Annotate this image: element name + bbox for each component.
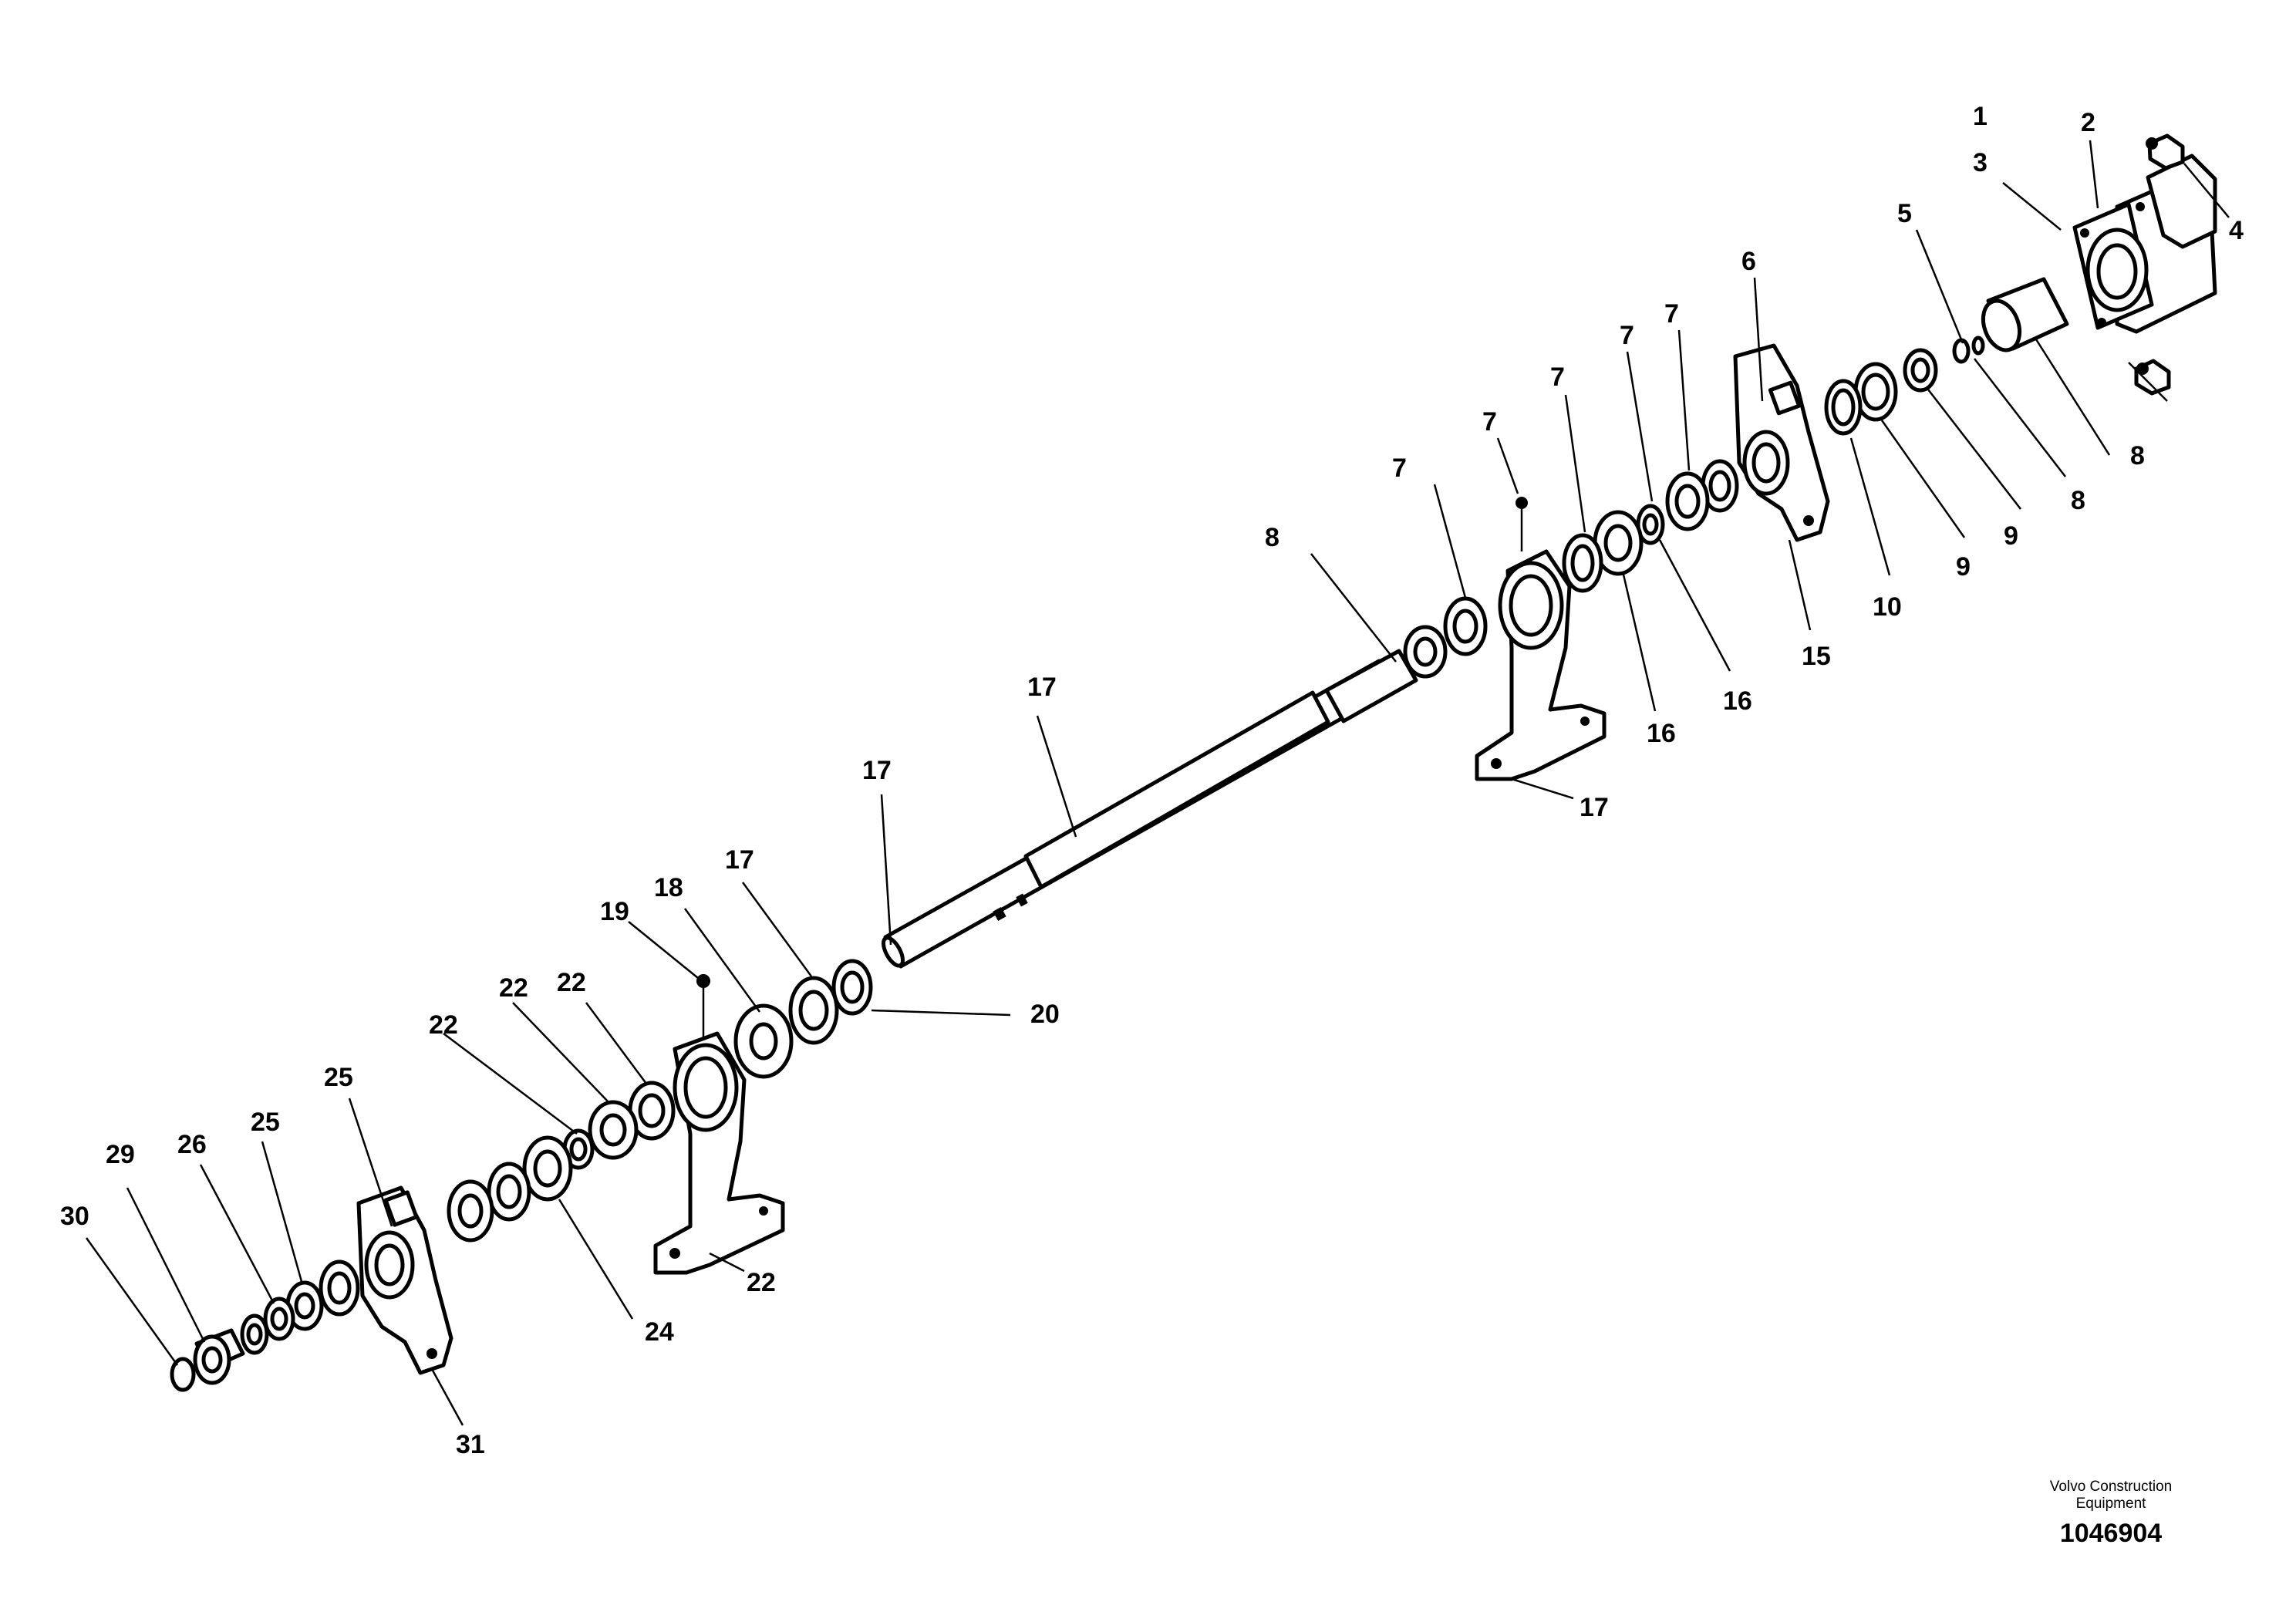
callout-30: 1 [1973, 102, 1988, 131]
callout-26: 30 [60, 1202, 89, 1231]
callout-17: 22 [557, 968, 586, 997]
callout-4: 17 [1027, 673, 1057, 702]
callout-24: 26 [177, 1130, 207, 1159]
callout-31: 3 [1973, 148, 1988, 177]
callout-7: 7 [1620, 321, 1634, 350]
callout-22: 19 [600, 897, 629, 926]
callout-18: 9 [2004, 521, 2018, 551]
callout-3: 17 [1580, 793, 1609, 822]
callout-25: 17 [862, 756, 892, 785]
grease-nipple-6 [696, 974, 710, 1037]
callout-22: 25 [324, 1063, 353, 1092]
mid-right-washers [1403, 596, 1488, 679]
bearing-bracket-left [356, 1185, 453, 1375]
right-washers [1562, 459, 1739, 593]
callout-29: 5 [1897, 199, 1912, 228]
shaft [882, 649, 1418, 969]
callout-19: 8 [2130, 441, 2145, 470]
callout-7: 25 [251, 1108, 280, 1137]
left-washers [447, 1081, 676, 1243]
grease-nipple-3 [1515, 497, 1528, 551]
drawing-credit: Volvo Construction Equipment 1046904 [2011, 1479, 2211, 1549]
pillow-block-left [653, 1031, 785, 1275]
callout-20: 29 [106, 1140, 135, 1169]
hex-nut-upper [2146, 133, 2185, 170]
callout-17: 7 [1392, 454, 1407, 483]
callout-8: 22 [499, 973, 528, 1003]
callout-7: 9 [1956, 552, 1971, 582]
callout-25: 8 [1265, 523, 1279, 552]
callout-17: 17 [725, 845, 754, 875]
callout-9: 22 [429, 1010, 458, 1040]
callout-8: 20 [1030, 1000, 1060, 1029]
callout-2: 15 [1802, 642, 1831, 671]
hex-nut-lower [2134, 359, 2171, 396]
callout-8: 16 [1647, 719, 1676, 748]
callout-16: 7 [1664, 299, 1679, 329]
right-small-parts [1824, 336, 1985, 436]
callout-7: 24 [645, 1317, 674, 1347]
callout-labels: 1 2 3 4 5 6 7 7 7 7 7 8 8 8 9 9 10 15 16… [60, 102, 2244, 1459]
company-name-line2: Equipment [2075, 1496, 2146, 1512]
callout-32: 4 [2229, 216, 2244, 245]
drawing-number: 1046904 [2059, 1519, 2163, 1548]
callout-22: 7 [1482, 407, 1497, 437]
callout-6: 22 [747, 1268, 776, 1297]
callout-5: 31 [456, 1430, 485, 1459]
gear-motor [2072, 153, 2217, 334]
callout-22: 6 [1741, 247, 1756, 276]
coupling-sleeve [1981, 277, 2069, 352]
company-name-line1: Volvo Construction [2049, 1479, 2173, 1495]
far-left-parts [170, 1259, 360, 1392]
leader-lines [85, 140, 2230, 1426]
callout-17: 7 [1550, 363, 1565, 392]
center-left-washers [733, 959, 873, 1079]
pillow-block-right [1475, 549, 1607, 781]
callout-9: 16 [1723, 686, 1752, 716]
callout-15: 18 [654, 873, 683, 902]
callout-10: 8 [2071, 486, 2085, 515]
callout-1: 2 [2081, 108, 2095, 137]
callout-16: 10 [1873, 592, 1902, 622]
bearing-bracket-right [1733, 343, 1830, 542]
